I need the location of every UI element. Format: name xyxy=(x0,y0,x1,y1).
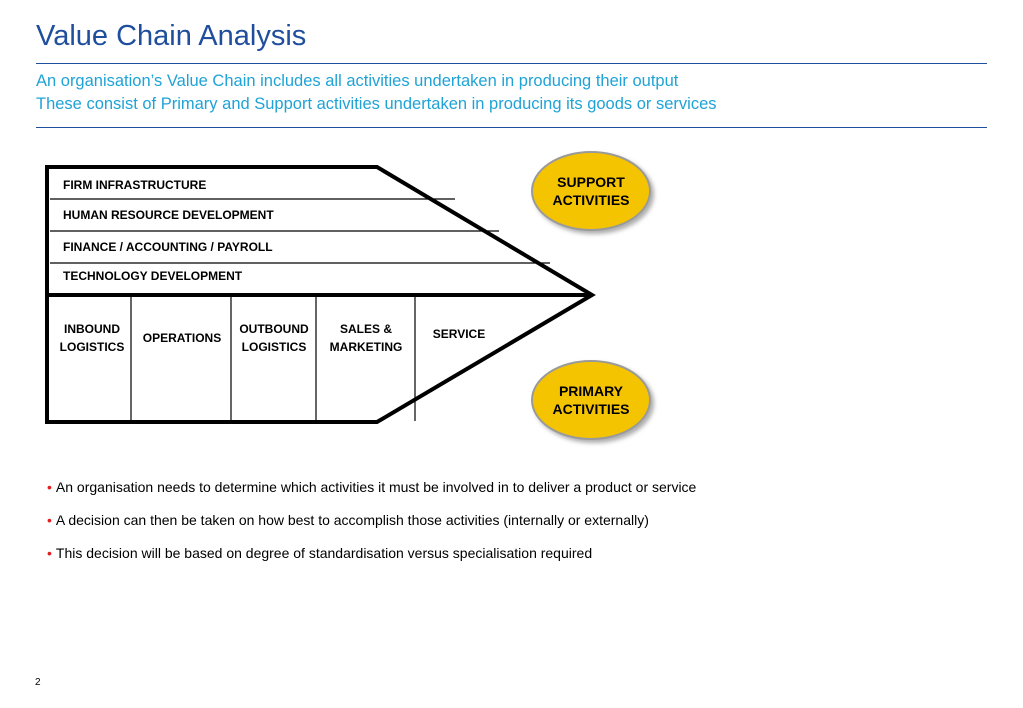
primary-col-label-line: LOGISTICS xyxy=(59,340,125,354)
oval-label-line: PRIMARY xyxy=(558,383,624,399)
primary-col-operations: OPERATIONS xyxy=(133,329,231,347)
oval-label-line: SUPPORT xyxy=(557,174,625,190)
primary-col-sales-marketing: SALES & MARKETING xyxy=(317,320,415,356)
primary-col-label-line: INBOUND xyxy=(64,322,120,336)
support-row-human-resource: HUMAN RESOURCE DEVELOPMENT xyxy=(63,208,274,222)
bullet-text: A decision can then be taken on how best… xyxy=(55,512,649,528)
primary-col-label-line: OUTBOUND xyxy=(239,322,309,336)
bullet-item: •This decision will be based on degree o… xyxy=(47,545,592,561)
subtitle-divider xyxy=(36,127,987,128)
bullet-item: •A decision can then be taken on how bes… xyxy=(47,512,649,528)
bullet-dot-icon: • xyxy=(47,479,52,495)
support-row-finance: FINANCE / ACCOUNTING / PAYROLL xyxy=(63,240,273,254)
bullet-text: This decision will be based on degree of… xyxy=(55,545,593,561)
bullet-dot-icon: • xyxy=(47,545,52,561)
bullet-text: An organisation needs to determine which… xyxy=(55,479,697,495)
subtitle-line-1: An organisation’s Value Chain includes a… xyxy=(36,72,679,90)
title-divider xyxy=(36,63,987,64)
support-row-firm-infrastructure: FIRM INFRASTRUCTURE xyxy=(63,178,207,192)
primary-col-outbound-logistics: OUTBOUND LOGISTICS xyxy=(232,320,316,356)
bullet-dot-icon: • xyxy=(47,512,52,528)
primary-col-inbound-logistics: INBOUND LOGISTICS xyxy=(52,320,132,356)
oval-label-line: ACTIVITIES xyxy=(552,192,630,208)
support-row-technology: TECHNOLOGY DEVELOPMENT xyxy=(63,269,243,283)
page-number: 2 xyxy=(35,677,41,688)
page-title: Value Chain Analysis xyxy=(36,20,307,52)
bullet-item: •An organisation needs to determine whic… xyxy=(47,479,696,495)
support-activities-oval xyxy=(531,151,651,231)
primary-col-label-line: LOGISTICS xyxy=(241,340,307,354)
oval-label-line: ACTIVITIES xyxy=(552,401,630,417)
primary-activities-label: PRIMARY ACTIVITIES xyxy=(531,382,651,418)
primary-col-label-line: OPERATIONS xyxy=(142,331,222,345)
subtitle-line-2: These consist of Primary and Support act… xyxy=(36,95,717,113)
primary-col-service: SERVICE xyxy=(416,325,502,343)
primary-activities-oval xyxy=(531,360,651,440)
support-activities-label: SUPPORT ACTIVITIES xyxy=(531,173,651,209)
primary-col-label-line: MARKETING xyxy=(329,340,403,354)
primary-col-label-line: SERVICE xyxy=(432,327,486,341)
primary-col-label-line: SALES & xyxy=(339,322,392,336)
value-chain-arrow xyxy=(45,165,596,424)
